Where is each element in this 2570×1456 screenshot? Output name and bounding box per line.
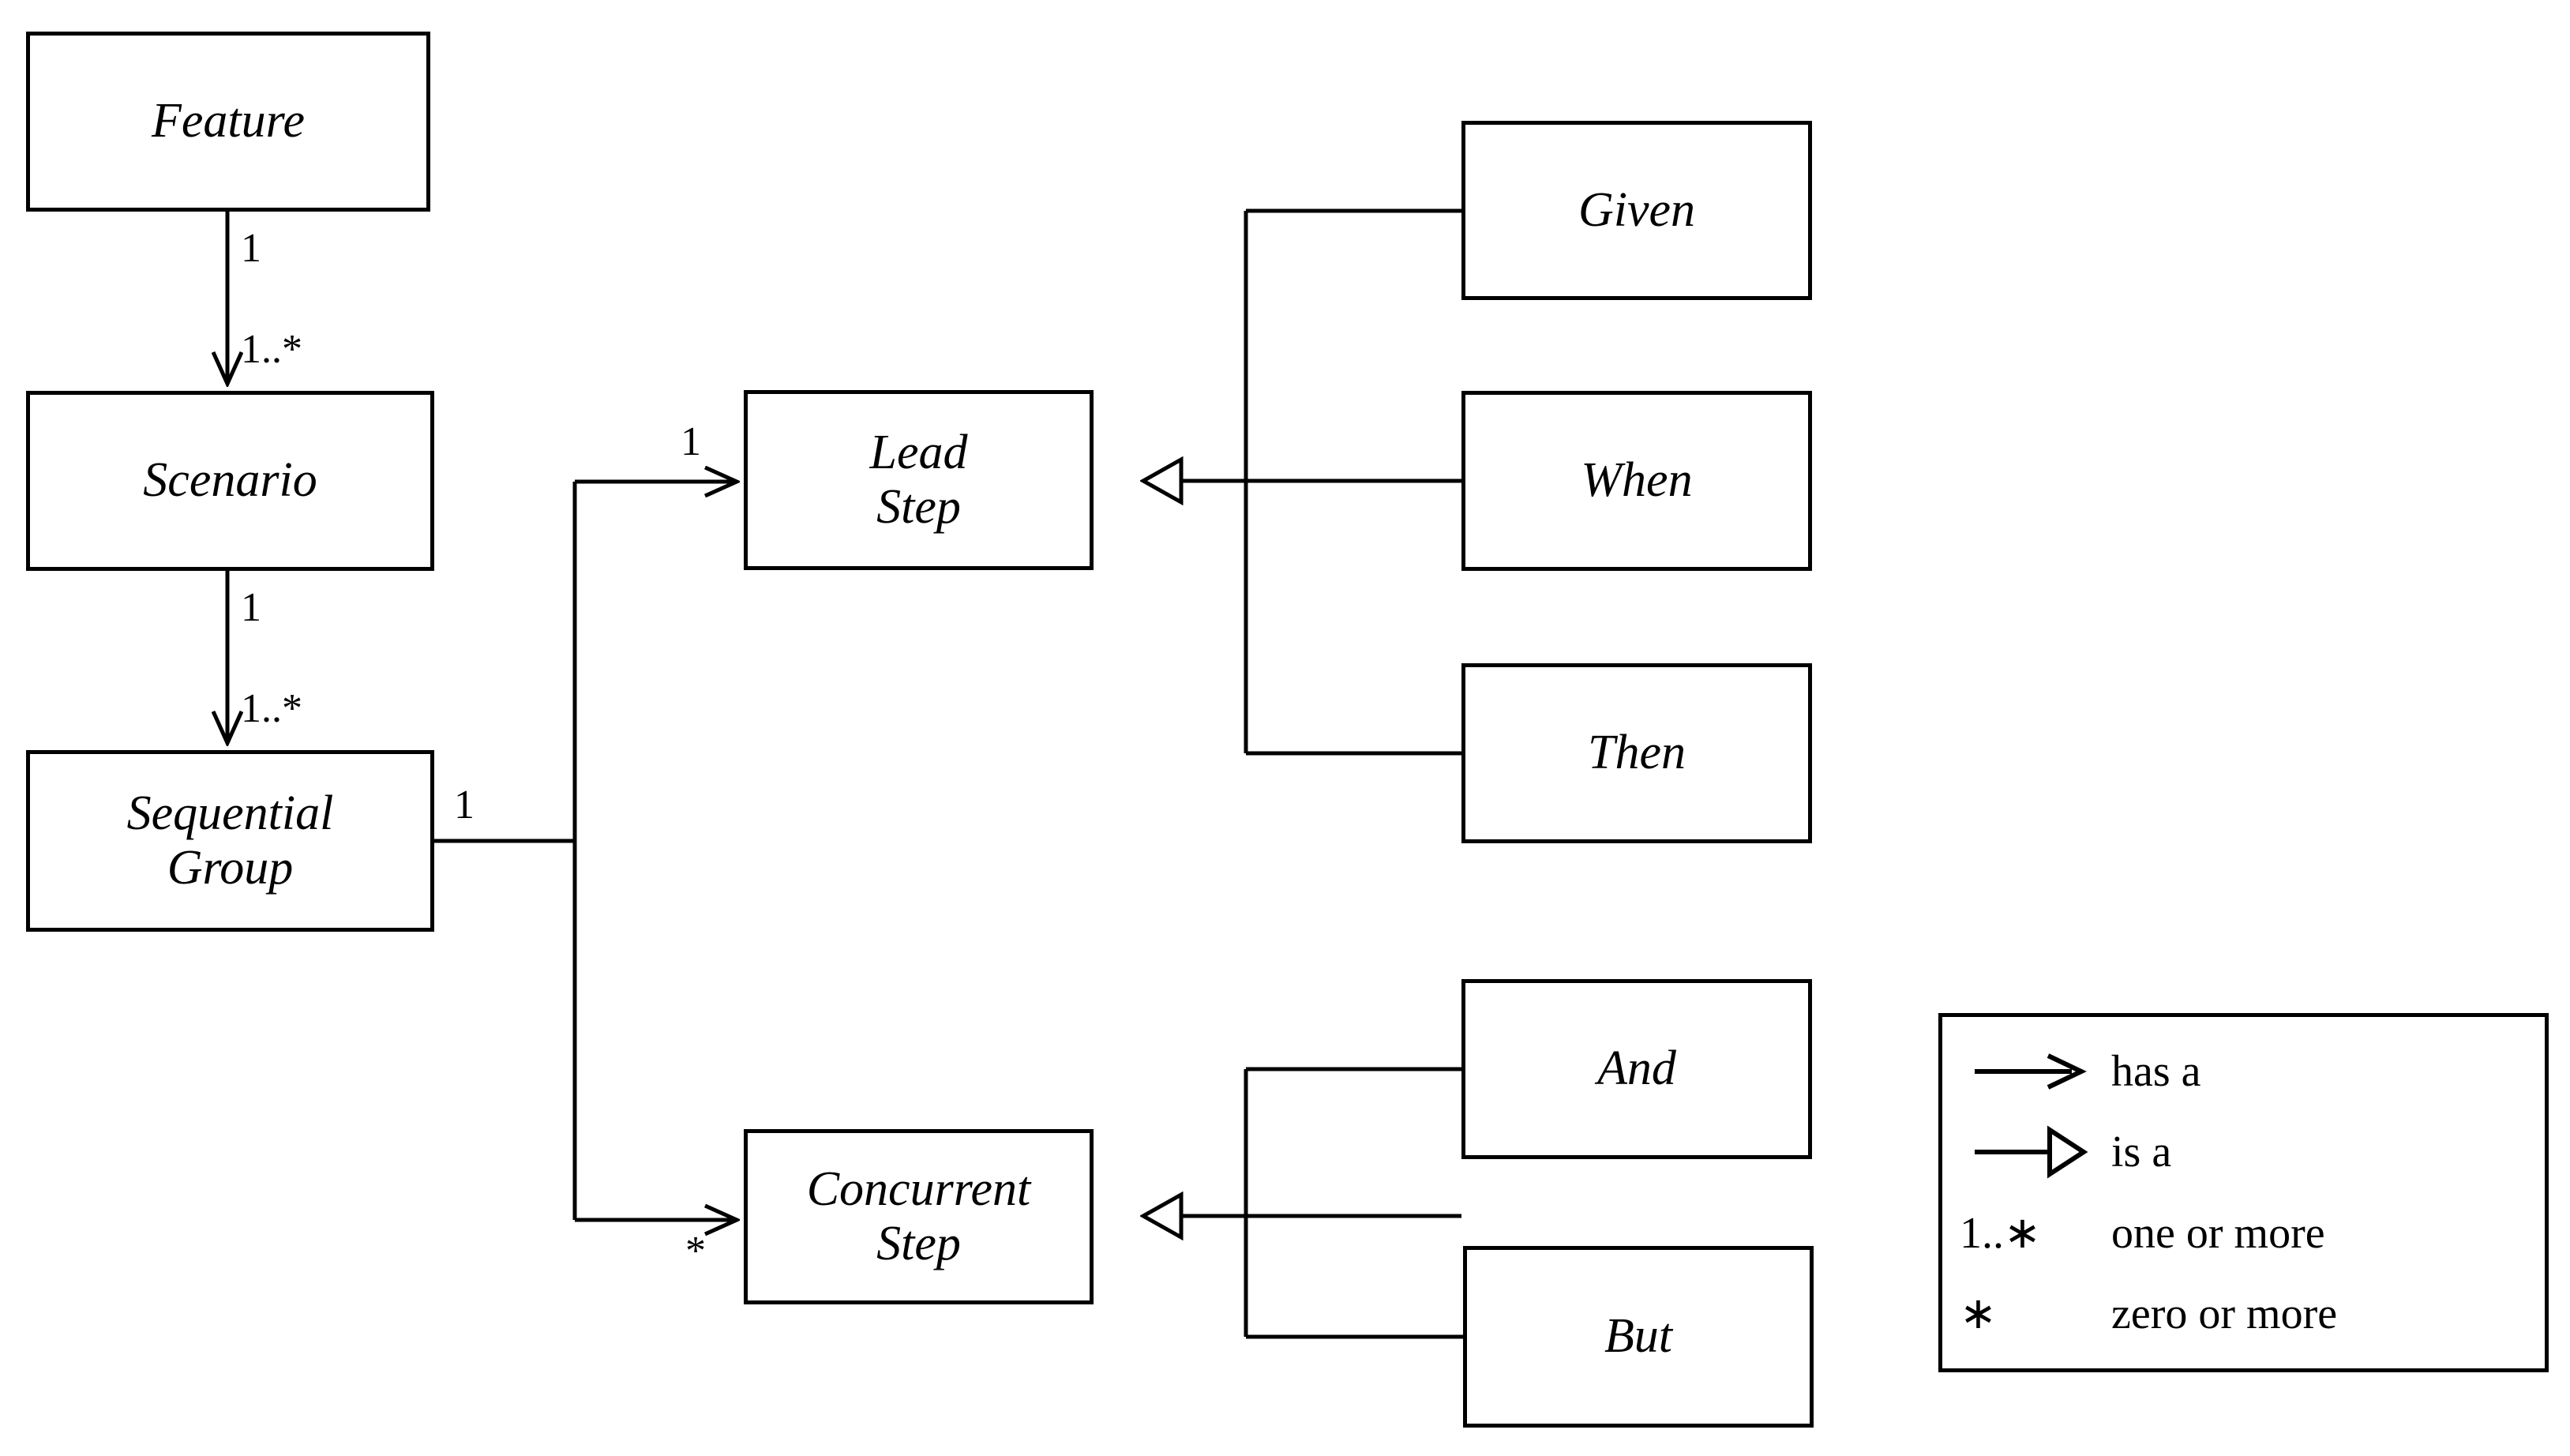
node-when[interactable]: When <box>1461 391 1812 571</box>
node-then[interactable]: Then <box>1461 663 1812 843</box>
node-but[interactable]: But <box>1463 1246 1814 1428</box>
multiplicity-lead-step-target: 1 <box>681 419 701 464</box>
legend-row-has-a: has a <box>1942 1031 2545 1112</box>
node-feature-label: Feature <box>152 94 305 148</box>
node-scenario-label: Scenario <box>143 453 317 508</box>
node-feature[interactable]: Feature <box>26 32 430 212</box>
node-when-label: When <box>1581 453 1693 508</box>
node-scenario[interactable]: Scenario <box>26 391 434 571</box>
node-lead-step[interactable]: Lead Step <box>744 390 1094 570</box>
arrow-open-icon <box>1942 1048 2100 1095</box>
node-lead-step-label: Lead Step <box>869 425 968 534</box>
multiplicity-feature-source: 1 <box>241 226 261 271</box>
legend-row-is-a: is a <box>1942 1112 2545 1192</box>
node-and-label: And <box>1597 1041 1676 1096</box>
legend-label-is-a: is a <box>2111 1128 2172 1177</box>
legend-panel: has a is a 1..∗ one or more ∗ zero or mo… <box>1938 1013 2549 1372</box>
node-given-label: Given <box>1578 182 1696 237</box>
one-or-more-symbol: 1..∗ <box>1960 1209 2041 1259</box>
multiplicity-scenario-target: 1..* <box>241 327 302 372</box>
legend-row-one-or-more: 1..∗ one or more <box>1942 1193 2545 1274</box>
legend-label-one-or-more: one or more <box>2111 1208 2325 1258</box>
node-but-label: But <box>1604 1309 1673 1364</box>
multiplicity-sequential-group-source: 1 <box>454 782 475 827</box>
zero-or-more-symbol: ∗ <box>1960 1289 1997 1339</box>
legend-row-zero-or-more: ∗ zero or more <box>1942 1274 2545 1354</box>
node-given[interactable]: Given <box>1461 121 1812 300</box>
arrow-triangle-icon <box>1942 1124 2100 1180</box>
legend-label-has-a: has a <box>2111 1047 2201 1097</box>
multiplicity-sequential-group-target: 1..* <box>241 686 302 731</box>
node-sequential-group[interactable]: Sequential Group <box>26 750 434 932</box>
multiplicity-scenario-source: 1 <box>241 585 261 630</box>
legend-label-zero-or-more: zero or more <box>2111 1289 2338 1338</box>
node-and[interactable]: And <box>1461 979 1812 1159</box>
node-then-label: Then <box>1588 726 1686 780</box>
multiplicity-concurrent-step-target: * <box>685 1229 706 1274</box>
node-concurrent-step[interactable]: Concurrent Step <box>744 1129 1094 1304</box>
node-concurrent-step-label: Concurrent Step <box>806 1161 1031 1270</box>
node-sequential-group-label: Sequential Group <box>126 786 334 895</box>
